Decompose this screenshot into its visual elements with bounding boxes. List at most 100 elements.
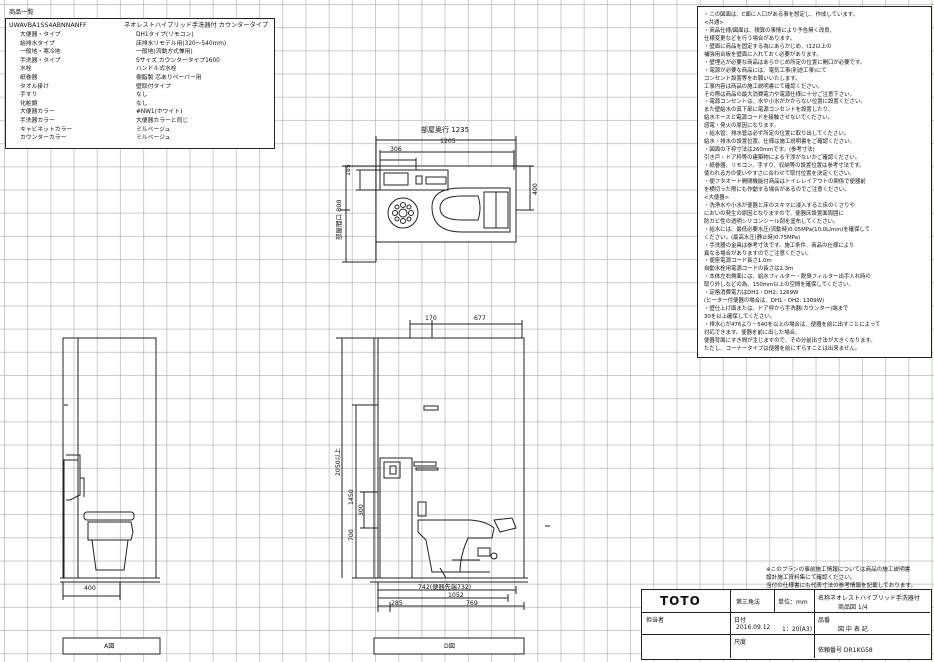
product-row-value: ミルベージュ [136, 126, 171, 133]
note-line: 取り外しなどの為、150mm以上の空間を確保してください。 [704, 282, 854, 289]
elev-d-dim-769: 769 [466, 600, 478, 607]
note-line: 引き戸・ドア枠等の建築物による干渉がないかご確認ください。 [704, 155, 861, 162]
product-row: キャビネットカラー ミルベージュ [6, 126, 274, 135]
note-line: ください。(最高水圧(静止時)0.75MPa) [704, 234, 801, 241]
projection-method: 第三角法 [736, 599, 761, 606]
product-row-value: 大便器カラーと同じ [136, 118, 189, 124]
product-row-value: ハンドル式水栓 [136, 66, 177, 73]
product-row-value: 樹脂製 芯ありペーパー用 [136, 75, 202, 81]
product-row: 水栓 ハンドル式水栓 [6, 65, 274, 74]
note-line: ・給水には、最低必要水圧(流動時)0.05MPa(10.0L/min)を確保して [704, 226, 871, 233]
elev-d-dim-285: 285 [391, 600, 403, 607]
product-row-key: 化粧鏡 [20, 100, 38, 107]
elev-d-dim-742: 742(便器先端732) [418, 584, 472, 591]
note-line: ・商品仕様/図面は、積算の事情により予告無く改良、 [704, 27, 836, 34]
note-line: ・本体左右側面には、給水フィルター・脱臭フィルター出手入れ時の [704, 274, 871, 281]
note-line: ・給水管、排水管は必ず所定の位置に取り出してください。 [704, 131, 850, 138]
person-label: 担当者 [646, 617, 665, 624]
elevation-d-toilet [417, 519, 495, 573]
note-line: <大便器> [704, 194, 730, 201]
title-name: ネオレストハイブリッド手洗器付 [830, 595, 920, 602]
note-line: 補強用合板を壁面に入れておく必要があります。 [704, 51, 822, 58]
scale-label: 尺度 [734, 639, 747, 646]
plan-counter [379, 169, 449, 191]
note-line: ・電源コンセントは、水や小水がかからない位置に設置ください。 [704, 99, 866, 106]
plan-toilet [431, 187, 511, 233]
product-row-key: 大便器カラー [20, 109, 55, 116]
note-line: ・定格消費電力はDH1・DH2: 1269W [704, 290, 799, 297]
note-line: ・壁仕上げ面または、ドア枠から手洗器(カウンター)端まで [704, 306, 849, 313]
date-label: 日付 [734, 617, 747, 624]
note-line: ・便フタオート開閉機能付商品はトイレレイアウトの関係で便器前 [704, 178, 866, 185]
product-code: UWAVBA1SS4ABNNANFF [9, 22, 87, 29]
note-line: 給水・排水の設置位置、仕様は施工説明書をご確認ください。 [704, 139, 855, 146]
product-row: 化粧鏡なし [6, 100, 274, 109]
product-row: 大便器カラー #NW1(ホワイト) [6, 108, 274, 117]
product-row-value: 壁取付タイプ [136, 83, 171, 90]
note-line: ・洗浄水や小水が便器と床のスキマに浸入すると床のくさりや [704, 202, 855, 209]
bottom-note-2: 設計施工資料集にて確認ください。 [766, 575, 856, 581]
plan-dim-306: 306 [390, 146, 402, 153]
elev-a-dim-400: 400 [84, 585, 96, 592]
note-line: コンセント設置等をお願いいたします。 [704, 75, 801, 82]
product-row-value: Sサイズ カウンタータイプ1600 [136, 57, 220, 64]
note-line: 異なる場合がありますのでご注意ください。 [704, 250, 812, 257]
note-line: 30を以上確保してください。 [704, 314, 776, 321]
product-list-page: 商品図 1/4 [838, 604, 868, 611]
elev-d-dim-700: 700 [348, 529, 355, 541]
bottom-note-1: ※このプランの事前施工情報については商品の施工説明書 [766, 567, 911, 573]
product-row-key: 手洗器カラー [20, 118, 55, 124]
product-row-key: 手すり [20, 92, 38, 99]
product-row: 紙巻器 樹脂製 芯ありペーパー用 [6, 74, 274, 83]
product-row-key: キャビネットカラー [20, 126, 73, 133]
item-value: 図 中 表 記 [838, 626, 868, 633]
plan-dim-185: 185 [345, 164, 352, 176]
product-row: タオル掛け壁取付タイプ [6, 83, 274, 92]
note-line: ・紙巻器、リモコン、手すり、収納等の設置位置は参考寸法です。 [704, 163, 865, 170]
note-line: においの発生の原因となりますので、便器床設置面周囲に [704, 210, 844, 217]
note-line: ・壁面に商品を固定する為にあらかじめ、t12以上の [704, 43, 832, 50]
product-row-key: 手洗器・タイプ [20, 57, 61, 64]
plan-depth-label: 部屋奥行 1235 [421, 126, 470, 134]
elev-d-dim-170: 170 [425, 315, 437, 322]
request-number: 依頼番号 DR1KG58 [818, 647, 873, 654]
plan-dim-400: 400 [532, 183, 539, 195]
note-line: その際は商品の最大消費電力や電源仕様に十分ご注意下さい。 [704, 91, 855, 98]
product-row-value: 一般地(流動方式兼用) [136, 49, 193, 56]
elevation-a-wall [62, 337, 157, 579]
note-line: <共通> [704, 19, 724, 26]
plan-sink [383, 172, 409, 186]
note-line: ただし、コーナータイプは便器を前にずらすことは出来ません。 [704, 345, 861, 352]
note-line: 給水ホースと電源コードを接触させないでください。 [704, 115, 833, 122]
elevation-a-toilet [87, 521, 134, 541]
plan-remote [387, 197, 419, 229]
product-table-title: 商品一覧 [9, 9, 34, 16]
elev-d-dim-2050: 2050以上 [335, 447, 342, 476]
scale-value: 1：20(A3) [782, 626, 813, 633]
product-row-value: 床排水リモデル用(320〜540mm) [136, 40, 227, 47]
product-row-value: #NW1(ホワイト) [136, 109, 183, 116]
note-line: ・電源が必要な商品には、電気工事(別途工事)にて [704, 67, 827, 74]
unit-label: 単位：mm [778, 599, 808, 606]
plan-width-label: 部屋間口 800 [335, 199, 343, 240]
title-name-label: 名称 [818, 595, 831, 602]
product-row-key: 水栓 [20, 66, 32, 73]
product-row-key: 紙巻器 [20, 75, 38, 81]
elevation-d-cabinet [379, 457, 413, 579]
note-line: また壁給水の真下部に電源コンセントを設置したり、 [704, 107, 834, 114]
notes-panel: ・この図面は、C面に入口がある事を想定し、作成しています。<共通>・商品仕様/図… [697, 6, 932, 358]
product-row: 手洗器・タイプ Sサイズ カウンタータイプ1600 [6, 57, 274, 66]
elev-a-label: A図 [104, 643, 115, 650]
note-line: 対応できます。便器を前に出した場合、 [704, 330, 801, 336]
product-row-value: DH1タイプ(リモコン) [136, 32, 194, 38]
product-row: 手洗器カラー 大便器カラーと同じ [6, 117, 274, 126]
elev-d-dim-300: 300 [358, 504, 365, 516]
note-line: を横切った際にも作動する場合があるのでご注意ください。 [704, 186, 850, 193]
product-table: 商品一覧 UWAVBA1SS4ABNNANFF ネオレストハイブリッド手洗器付 … [5, 9, 275, 149]
note-line: ・排水心が476より－540を以上の場合は、便器を前に出すことによって [704, 322, 881, 329]
elev-d-dim-1450: 1450 [348, 489, 355, 505]
product-row: 一般地・寒冷地一般地(流動方式兼用) [6, 48, 274, 57]
